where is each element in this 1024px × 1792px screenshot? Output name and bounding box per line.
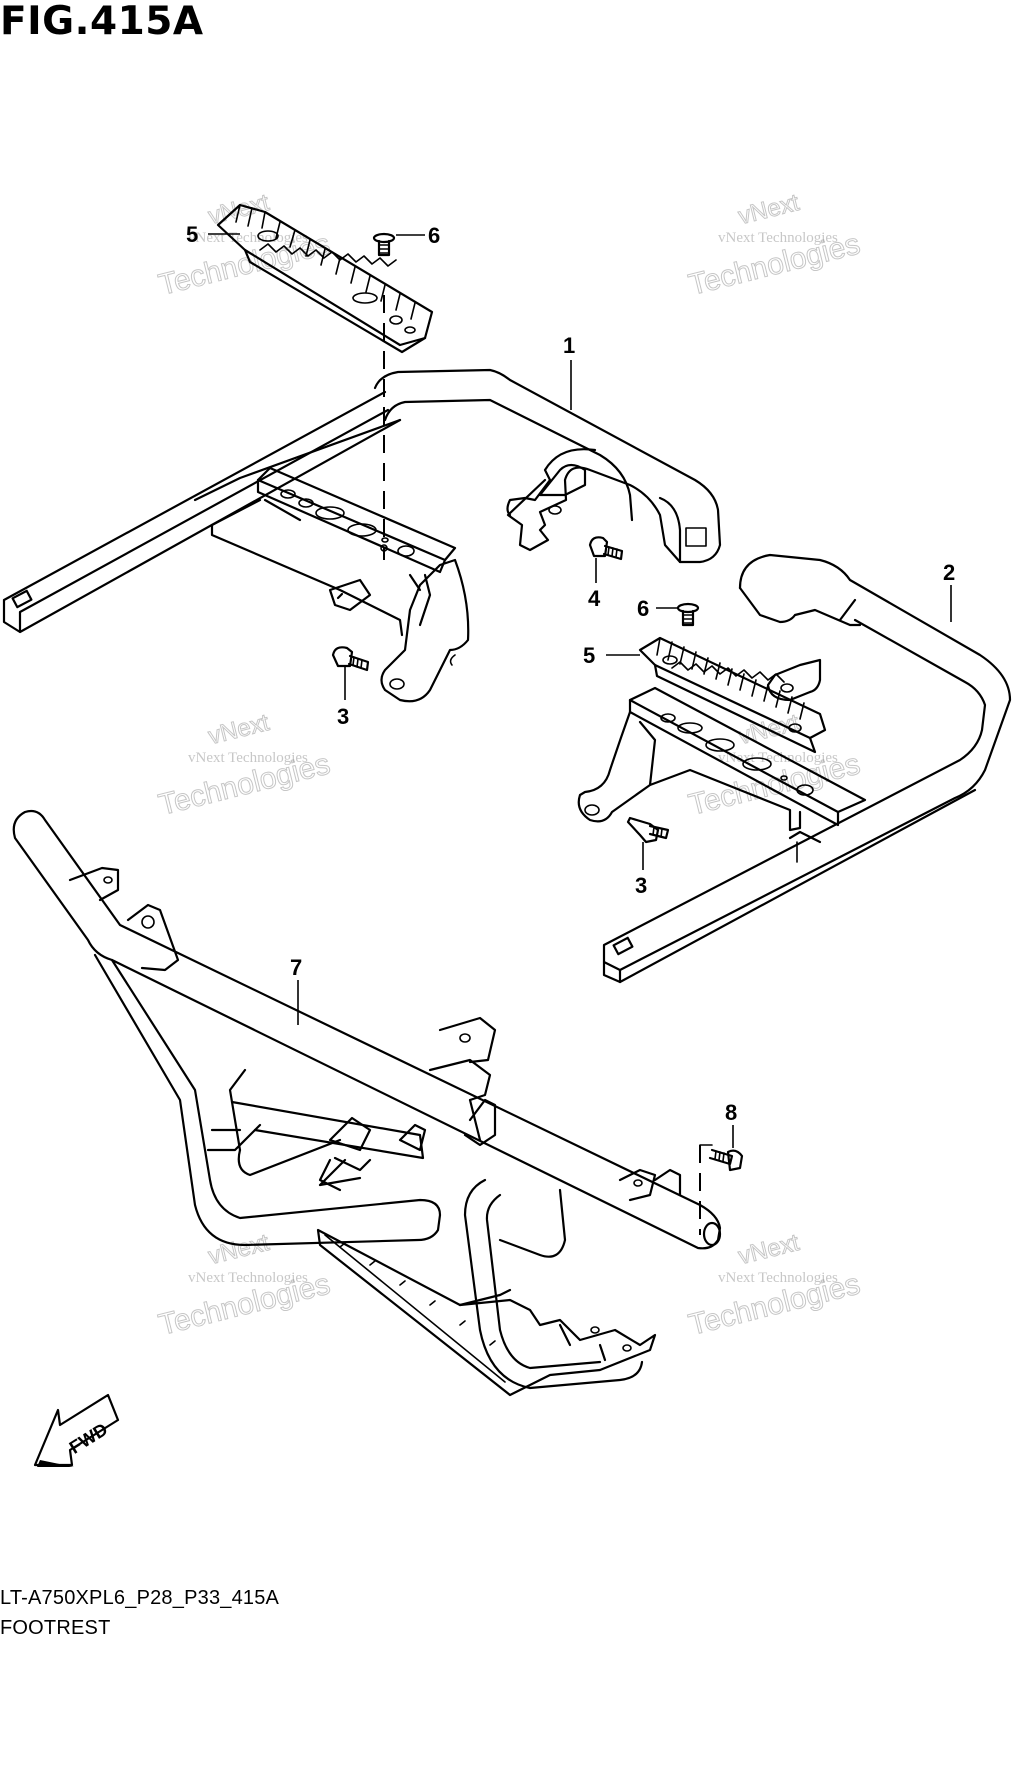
callout-6-right: 6 [637,596,649,621]
part-6-right-screw [676,602,700,627]
svg-text:vNext Technologies: vNext Technologies [188,1270,308,1286]
callout-3-left: 3 [337,704,349,729]
part-6-left-screw [372,232,396,257]
callouts: 5 6 1 4 3 2 6 5 3 7 8 [186,222,955,1148]
svg-text:vNext: vNext [736,1229,802,1270]
callout-8: 8 [725,1100,737,1125]
part-5-left-footrest-plate [216,203,434,354]
footer-model-code: LT-A750XPL6_P28_P33_415A [0,1587,280,1609]
part-3-left-bolt [331,646,370,672]
figure-title: FIG.415A [0,0,204,44]
svg-text:vNext Technologies: vNext Technologies [718,1270,838,1286]
part-4-bolt [588,536,624,561]
svg-text:vNext: vNext [736,189,802,230]
footer-part-name: FOOTREST [0,1617,111,1639]
part-1-left-footrest-frame [2,368,722,703]
watermark-mid-right: Technologies vNext vNext Technologies [685,709,864,823]
watermark-mid-left: Technologies vNext vNext Technologies [155,709,334,823]
callout-1: 1 [563,333,575,358]
callout-5-left: 5 [186,222,198,247]
svg-text:vNext Technologies: vNext Technologies [718,230,838,246]
fwd-label: FWD [66,1419,111,1458]
callout-2: 2 [943,560,955,585]
callout-5-right: 5 [583,643,595,668]
callout-7: 7 [290,955,302,980]
callout-4: 4 [588,586,601,611]
part-7-footrest-bar-assembly [12,809,722,1397]
svg-text:vNext Technologies: vNext Technologies [188,750,308,766]
svg-text:vNext Technologies: vNext Technologies [718,750,838,766]
svg-text:vNext: vNext [206,1229,272,1270]
watermark-text: vNext Technologies [188,230,308,246]
callout-6-left: 6 [428,223,440,248]
part-3-right-bolt [626,816,670,844]
svg-text:vNext: vNext [206,709,272,750]
watermarks: Technologies vNext vNext Technologies Te… [155,189,864,1343]
part-8-bolt [708,1148,744,1172]
part-5-right-footrest-plate [638,636,827,754]
fwd-arrow-icon: FWD [33,1393,120,1467]
callout-3-right: 3 [635,873,647,898]
watermark-top-right: Technologies vNext vNext Technologies [685,189,864,303]
